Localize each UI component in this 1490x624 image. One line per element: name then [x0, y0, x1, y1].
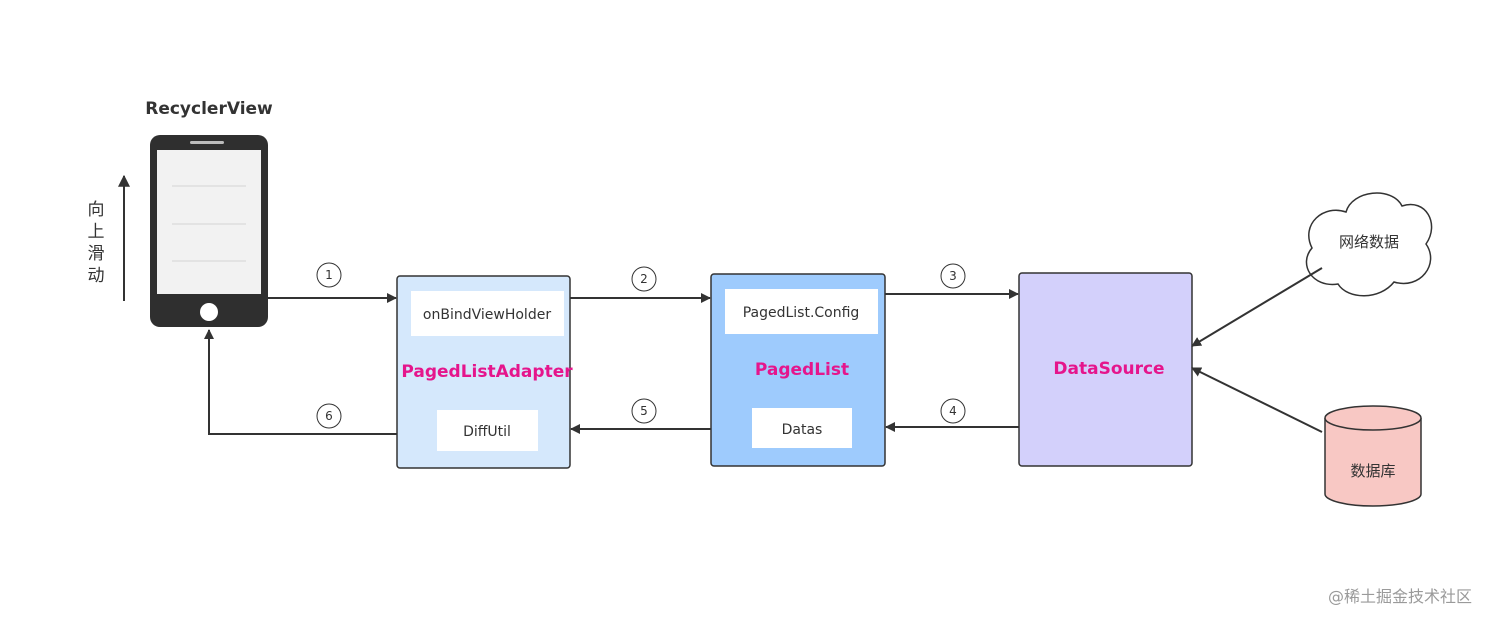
adapter-method-box [411, 291, 564, 336]
network-data-cloud: 网络数据 [1305, 192, 1433, 297]
scroll-label-char: 动 [88, 266, 105, 286]
pagedlist-config-box [725, 289, 878, 334]
database-top-icon [1324, 405, 1422, 431]
pagedlist-data-label: Datas [782, 422, 823, 438]
step-number: 6 [325, 409, 333, 423]
step-marker-5: 5 [631, 398, 657, 424]
arrow-database-to-datasource [1191, 367, 1323, 433]
phone-speaker-icon [190, 141, 224, 144]
database-label: 数据库 [1350, 462, 1395, 480]
arrow-network-to-datasource [1191, 267, 1323, 347]
datasource-box: DataSource [1018, 272, 1193, 467]
pagedlistadapter-box: onBindViewHolder PagedListAdapter DiffUt… [396, 275, 573, 469]
step-number: 4 [949, 404, 957, 418]
phone-screen [157, 150, 261, 294]
cloud-icon [1305, 192, 1433, 297]
step-number: 5 [640, 404, 648, 418]
network-data-label: 网络数据 [1339, 233, 1399, 251]
step-marker-2: 2 [631, 266, 657, 292]
adapter-util-label: DiffUtil [463, 424, 511, 440]
adapter-util-box [437, 410, 538, 451]
database-cylinder: 数据库 [1324, 405, 1422, 507]
step-marker-3: 3 [940, 263, 966, 289]
scroll-label-char: 向 [88, 200, 105, 220]
step-marker-6: 6 [316, 403, 342, 429]
step-number: 2 [640, 272, 648, 286]
step-number: 1 [325, 268, 333, 282]
step-number: 3 [949, 269, 957, 283]
scroll-label-char: 滑 [88, 244, 105, 264]
adapter-method-label: onBindViewHolder [423, 307, 551, 323]
pagedlist-config-label: PagedList.Config [743, 305, 860, 321]
phone-home-button-icon [200, 303, 218, 321]
adapter-name: PagedListAdapter [401, 362, 573, 382]
arrow-adapter-to-phone [204, 329, 397, 435]
scroll-label-char: 上 [88, 222, 105, 242]
step-marker-4: 4 [940, 398, 966, 424]
scroll-up-indicator: 向 上 滑 动 [88, 174, 130, 301]
pagedlist-data-box [752, 408, 852, 448]
database-icon [1324, 418, 1422, 507]
recyclerview-phone: RecyclerView [145, 99, 273, 327]
step-markers: 1 2 3 4 5 6 [316, 262, 966, 429]
pagedlist-box: PagedList.Config PagedList Datas [710, 273, 886, 467]
step-marker-1: 1 [316, 262, 342, 288]
phone-title: RecyclerView [145, 99, 273, 119]
connectors [204, 267, 1323, 435]
pagedlist-name: PagedList [755, 360, 849, 380]
watermark: @稀土掘金技术社区 [1328, 587, 1472, 606]
datasource-name: DataSource [1053, 359, 1164, 379]
